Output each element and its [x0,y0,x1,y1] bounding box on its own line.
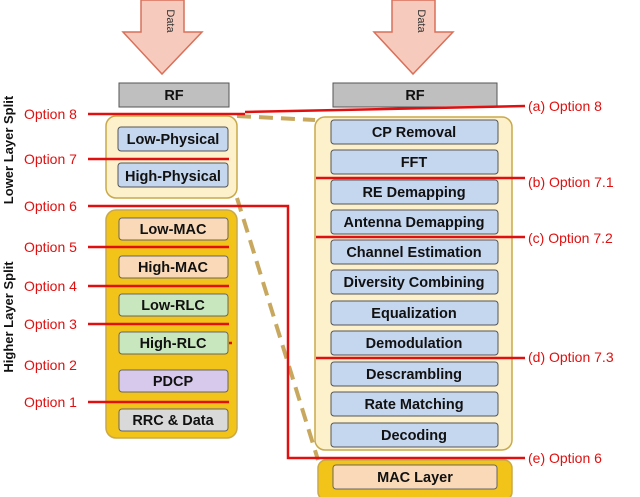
right-rf-block [332,82,498,108]
option-7-label: Option 7 [24,151,77,167]
diversity-combining-block [330,269,499,295]
mapping-line-top [236,114,316,122]
option-a-label: (a) Option 8 [528,98,602,114]
option-b-label: (b) Option 7.1 [528,174,614,190]
rate-matching-block [330,391,499,417]
cp-removal-label: CP Removal [372,125,456,141]
right-rf-label: RF [405,88,424,104]
option-8-label: Option 8 [24,106,77,122]
pdcp-block [118,369,229,393]
channel-estimation-block [330,239,499,265]
right-arrow-label: Data [415,9,427,33]
option-6-label: Option 6 [24,198,77,214]
high-rlc-label: High-RLC [140,336,207,352]
low-mac-block [118,217,229,241]
option-4-label: Option 4 [24,278,77,294]
left-arrow-label: Data [164,9,176,33]
option-d-label: (d) Option 7.3 [528,349,614,365]
high-rlc-block [118,331,229,355]
rate-matching-label: Rate Matching [364,397,463,413]
low-rlc-block [118,293,229,317]
low-rlc-label: Low-RLC [141,298,205,314]
demodulation-block [330,330,499,356]
option-e-label: (e) Option 6 [528,450,602,466]
left-data-arrow: Data [121,0,204,76]
option-5-label: Option 5 [24,239,77,255]
low-physical-label: Low-Physical [127,132,220,148]
fft-block [330,149,499,175]
rrc-data-label: RRC & Data [132,413,214,429]
option-c-label: (c) Option 7.2 [528,230,613,246]
cp-removal-block [330,119,499,145]
right-data-arrow: Data [372,0,455,76]
left-rf-label: RF [164,88,183,104]
antenna-demapping-label: Antenna Demapping [344,215,485,231]
low-physical-block [117,126,229,152]
descrambling-block [330,361,499,387]
diversity-combining-label: Diversity Combining [344,275,485,291]
equalization-block [330,300,499,326]
demodulation-label: Demodulation [366,336,463,352]
split-lines [88,104,526,460]
equalization-label: Equalization [371,306,456,322]
descrambling-label: Descrambling [366,367,462,383]
re-demapping-block [330,179,499,205]
high-mac-block [118,255,229,279]
re-demapping-label: RE Demapping [362,185,465,201]
antenna-demapping-block [330,209,499,235]
option-1-label: Option 1 [24,394,77,410]
higher-layer-split-label: Higher Layer Split [1,261,16,373]
mapping-line-bottom [235,197,320,461]
mac-layer-block [332,464,498,490]
decoding-block [330,422,499,448]
split-line-option-6 [88,204,525,460]
left-rf-block [118,82,230,108]
option-3-label: Option 3 [24,316,77,332]
option-2-label: Option 2 [24,357,77,373]
low-mac-label: Low-MAC [140,222,207,238]
fft-label: FFT [401,155,428,171]
high-physical-label: High-Physical [125,169,221,185]
high-mac-label: High-MAC [138,260,209,276]
lower-layer-split-label: Lower Layer Split [1,95,16,204]
pdcp-label: PDCP [153,374,194,390]
channel-estimation-label: Channel Estimation [346,245,481,261]
high-physical-block [117,162,229,188]
mac-layer-label: MAC Layer [377,470,453,486]
split-line-a-option-8 [244,104,526,114]
decoding-label: Decoding [381,428,447,444]
rrc-data-block [118,408,229,432]
